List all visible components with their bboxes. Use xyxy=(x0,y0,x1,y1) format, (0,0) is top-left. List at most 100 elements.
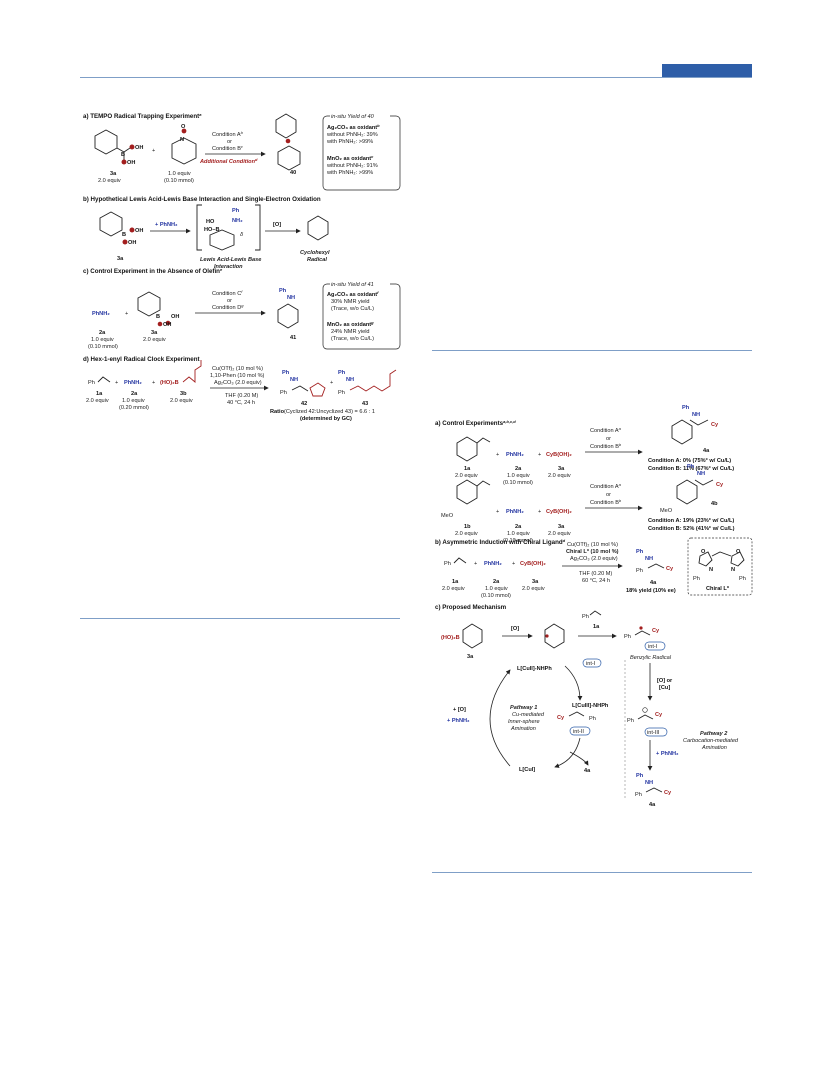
equiv-3a: 2.0 equiv xyxy=(143,337,166,343)
compound-label-3a: 3a xyxy=(558,466,565,472)
oxygen-atom xyxy=(121,159,127,165)
oxazoline-ring-2 xyxy=(730,551,745,567)
condition-a: Condition Aa xyxy=(590,426,622,434)
product-chain xyxy=(647,563,665,569)
compound-label-1b: 1b xyxy=(464,524,471,530)
interaction-label-2: Interaction xyxy=(214,264,243,270)
compound-label-4b: 4b xyxy=(711,501,718,507)
p4a-chain xyxy=(689,419,709,426)
equiv-1a: 2.0 equiv xyxy=(442,586,465,592)
compound-label-1a: 1a xyxy=(96,391,103,397)
vinyl-bond xyxy=(589,610,602,616)
product-ph: Ph xyxy=(279,288,287,294)
p43-ph2: Ph xyxy=(338,390,345,396)
p4b-nh: NH xyxy=(697,471,705,477)
equiv-tempo: 1.0 equiv xyxy=(168,171,191,177)
condition-line: 40 °C, 24 h xyxy=(227,400,255,406)
compound-label-41: 41 xyxy=(290,335,296,341)
pathway-2-line: Amination xyxy=(701,745,727,751)
plus-sign: + xyxy=(152,380,155,386)
header-tab xyxy=(662,64,752,77)
ligand-ph2: Ph xyxy=(739,576,746,582)
p4b-cy: Cy xyxy=(716,482,724,488)
box-mn-label: MnO₂ as oxidantc xyxy=(327,154,374,162)
p42-chain xyxy=(291,385,309,392)
plus-sign: + xyxy=(152,148,155,154)
boron-oh-label: OH xyxy=(128,240,136,246)
boron-label: B xyxy=(156,314,160,320)
panel-left-d-title: d) Hex-1-enyl Radical Clock Experiment xyxy=(83,356,200,363)
equiv-3a: 2.0 equiv xyxy=(98,178,121,184)
radical-ring xyxy=(544,623,565,649)
reagent-phnh2: PhNH₂ xyxy=(506,509,524,515)
asymmetric-yield: 18% yield (10% ee) xyxy=(626,588,676,594)
panel-left-b: b) Hypothetical Lewis Acid-Lewis Base In… xyxy=(83,196,330,270)
reagent-cybo: CyB(OH)₂ xyxy=(546,509,572,515)
hexenyl-chain xyxy=(182,360,202,383)
pathway-2-title: Pathway 2 xyxy=(700,731,728,737)
equiv-3b: 2.0 equiv xyxy=(170,398,193,404)
radical-label: Cyclohexyl xyxy=(300,250,330,256)
p4a-cy: Cy xyxy=(711,422,719,428)
cyclohexane-ring xyxy=(137,291,161,317)
compound-label-4a: 4a xyxy=(584,768,591,774)
vinyl-bond xyxy=(476,437,491,444)
benzylic-chain xyxy=(634,630,651,636)
result-4b-b: Condition B: 52% (41%c w/ Cu/L) xyxy=(648,524,735,532)
cycle-arrow xyxy=(564,665,583,701)
reagent-phnh2: + PhNH₂ xyxy=(155,222,178,228)
cyclohexane-ring xyxy=(462,623,483,649)
condition-line: THF (0.20 M) xyxy=(225,393,258,399)
product-40-ring xyxy=(275,113,297,139)
tempo-ring xyxy=(171,137,197,165)
condition-a: Condition Aa xyxy=(590,482,622,490)
condition-a: Condition Ab xyxy=(212,130,244,138)
cu-iii-cy: Cy xyxy=(557,715,565,721)
cyclopentyl-ring xyxy=(309,382,326,397)
boron-oh-label: OH xyxy=(135,145,143,151)
p4b-chain xyxy=(694,479,714,486)
equiv-2a: 1.0 equiv xyxy=(485,586,508,592)
oxazoline-ring-1 xyxy=(698,551,713,567)
plus-sign: + xyxy=(496,452,499,458)
oxygen-atom xyxy=(129,144,135,150)
oxygen-atom xyxy=(129,227,135,233)
hexenyl-chain-43 xyxy=(349,369,397,392)
amount-2a: (0.10 mmol) xyxy=(503,480,533,486)
tempo-o-label: O xyxy=(181,124,186,130)
intermediate-brackets xyxy=(196,204,261,251)
pathway-2-line: Carbocation-mediated xyxy=(683,738,739,744)
condition-d: Condition Dg xyxy=(212,303,244,311)
meo-label: MeO xyxy=(441,513,454,519)
benzylic-radical-label: Benzylic Radical xyxy=(630,655,672,661)
plus-sign: + xyxy=(512,561,515,567)
ratio-note: (determined by GC) xyxy=(300,416,352,422)
compound-label-2a: 2a xyxy=(515,524,522,530)
compound-label-3a: 3a xyxy=(117,256,124,262)
condition-b: Condition Bc xyxy=(212,144,243,152)
carbocation-chain xyxy=(637,714,654,720)
int-ii-label: int-II xyxy=(573,729,584,735)
oxidant-label: + [O] xyxy=(453,707,466,713)
delta-label: δ xyxy=(240,232,244,238)
reagent-phnh2: + PhNH₂ xyxy=(447,718,470,724)
box-mn-line1: without PhNH₂: 91% xyxy=(326,163,378,169)
plus-sign: + xyxy=(330,380,333,386)
compound-label-4a: 4a xyxy=(649,802,656,808)
int-i-label: int-I xyxy=(586,661,596,667)
additional-condition: Additional Conditiond xyxy=(199,157,258,165)
styrene-ph: Ph xyxy=(444,561,451,567)
carbocation-cy: Cy xyxy=(655,712,663,718)
condition-b: Condition Bb xyxy=(590,498,622,506)
condition-line: Cu(OTf)₂ (10 mol %) xyxy=(212,366,263,372)
product-41-ring xyxy=(277,303,299,329)
ligand-n1: N xyxy=(709,567,713,573)
int-nh2: NH₂ xyxy=(232,218,243,224)
oxidant-or-cu-2: [Cu] xyxy=(659,685,670,691)
condition-line: Ag₂CO₃ (2.0 equiv) xyxy=(214,380,262,386)
p42-ph: Ph xyxy=(282,370,290,376)
condition-line: 60 °C, 24 h xyxy=(582,578,610,584)
pathway-1-line: Amination xyxy=(510,726,536,732)
intermediate-ring xyxy=(209,229,235,251)
